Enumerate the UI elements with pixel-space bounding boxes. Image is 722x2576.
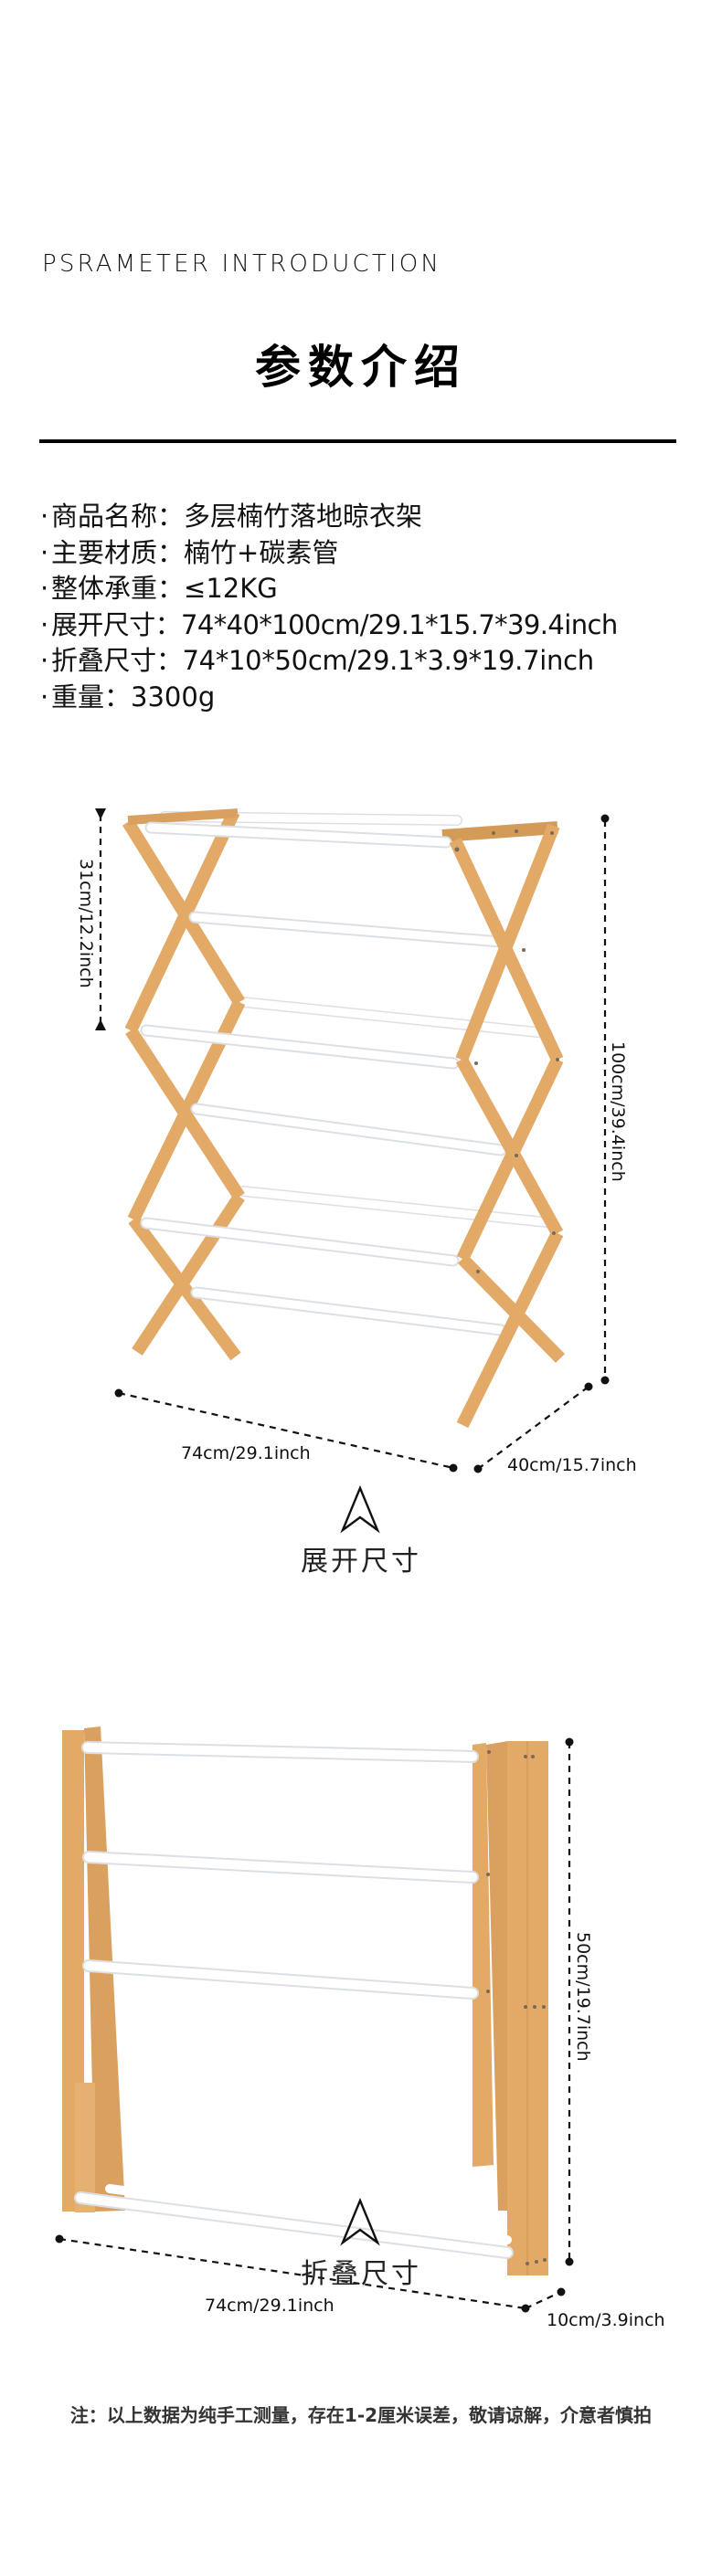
- folded-dim-label-width: 74cm/29.1inch: [205, 2296, 334, 2316]
- folded-dim-label-depth: 10cm/3.9inch: [547, 2310, 665, 2330]
- spec-row-load: ·整体承重：≤12KG: [40, 573, 278, 604]
- spec-label: 重量: [51, 681, 105, 713]
- folded-dimension-lines: [58, 1742, 571, 2310]
- spec-value: 74*10*50cm/29.1*3.9*19.7inch: [182, 645, 595, 676]
- dimension-endpoints: [95, 808, 610, 1473]
- spec-label: 商品名称: [51, 501, 158, 532]
- unfolded-rack-image: [122, 808, 565, 1429]
- unfolded-size-label: 展开尺寸: [301, 1546, 421, 1578]
- spec-row-unfolded-size: ·展开尺寸：74*40*100cm/29.1*15.7*39.4inch: [40, 608, 618, 640]
- english-subtitle: PSRAMETER INTRODUCTION: [42, 250, 442, 278]
- title-divider: [39, 439, 676, 443]
- spec-row-material: ·主要材质：楠竹+碳素管: [40, 536, 339, 568]
- dim-label-tier-spacing: 31cm/12.2inch: [76, 859, 96, 988]
- page-title: 参数介绍: [255, 341, 467, 394]
- spec-value: 3300g: [131, 681, 216, 713]
- spec-row-weight: ·重量：3300g: [40, 681, 216, 713]
- dim-label-width: 74cm/29.1inch: [181, 1443, 311, 1463]
- measurement-disclaimer: 注：以上数据为纯手工测量，存在1-2厘米误差，敬请谅解，介意者慎拍: [69, 2404, 653, 2426]
- folded-rack-image: [62, 1726, 548, 2275]
- arrow-up-icon: [340, 2197, 380, 2246]
- dim-label-height: 100cm/39.4inch: [608, 1041, 628, 1182]
- spec-label: 整体承重: [51, 573, 158, 604]
- dim-label-depth: 40cm/15.7inch: [507, 1455, 637, 1475]
- spec-list: ·商品名称：多层楠竹落地晾衣架 ·主要材质：楠竹+碳素管 ·整体承重：≤12KG…: [40, 499, 618, 715]
- folded-size-label: 折叠尺寸: [301, 2258, 421, 2290]
- spec-label: 主要材质: [51, 536, 158, 568]
- unfolded-dimension-lines: [99, 815, 607, 1470]
- spec-row-folded-size: ·折叠尺寸：74*10*50cm/29.1*3.9*19.7inch: [40, 645, 595, 676]
- spec-label: 展开尺寸: [51, 608, 155, 640]
- spec-label: 折叠尺寸: [51, 645, 156, 676]
- spec-value: 楠竹+碳素管: [184, 536, 339, 568]
- spec-value: ≤12KG: [184, 573, 278, 604]
- folded-dim-label-height: 50cm/19.7inch: [573, 1932, 593, 2062]
- spec-row-product-name: ·商品名称：多层楠竹落地晾衣架: [40, 501, 423, 532]
- spec-value: 多层楠竹落地晾衣架: [184, 501, 423, 532]
- spec-value: 74*40*100cm/29.1*15.7*39.4inch: [181, 608, 618, 640]
- arrow-up-icon: [340, 1484, 380, 1534]
